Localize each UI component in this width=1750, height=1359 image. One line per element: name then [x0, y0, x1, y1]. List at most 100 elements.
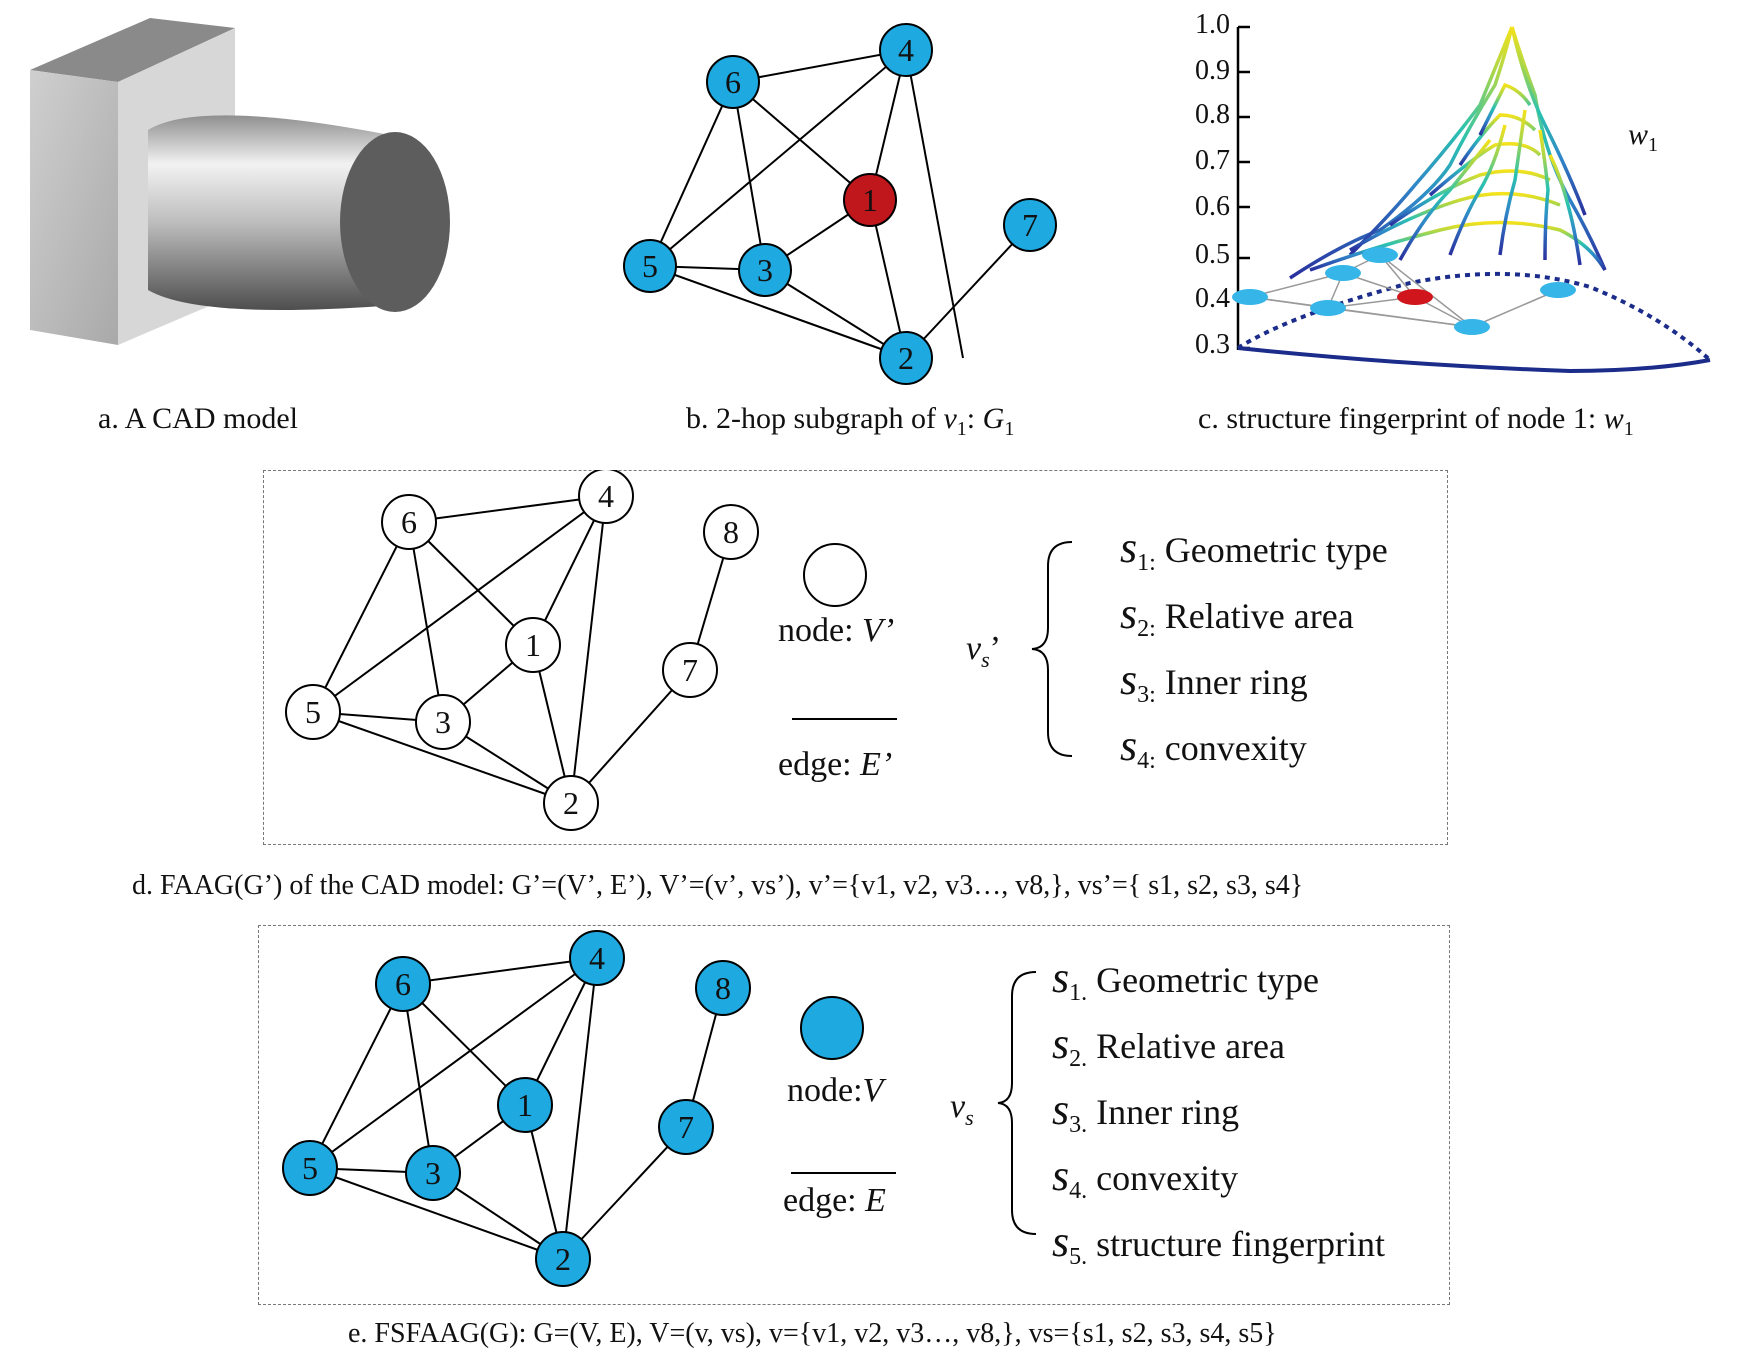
panel-b-caption: b. 2-hop subgraph of v1: G1	[686, 402, 1014, 441]
e-node-label: 6	[395, 966, 411, 1002]
graph-e: 6 4 8 1 7 5 3 2	[282, 930, 751, 1287]
cad-model-image	[30, 18, 450, 345]
legend-var: V’	[862, 612, 895, 649]
legend-edge-e: edge: E	[783, 1182, 886, 1220]
legend-text: node:	[787, 1072, 863, 1109]
vs-sub: s	[981, 646, 990, 672]
caption-text: c. structure fingerprint of node 1:	[1198, 402, 1604, 435]
axis-tick: 0.3	[1195, 329, 1230, 360]
fingerprint-surface	[1232, 25, 1712, 374]
feature-sub: 3	[1137, 682, 1150, 709]
feature-text: Inner ring	[1087, 1092, 1240, 1132]
feature-sep: .	[1081, 1112, 1088, 1139]
subgraph-b: 6 4 1 7 5 3 2	[623, 23, 1057, 385]
feature-sep: .	[1081, 1244, 1088, 1271]
legend-var: E	[865, 1182, 886, 1219]
e-node-6	[375, 956, 431, 1012]
feature-sym: s	[1052, 1217, 1070, 1266]
feature-sub: 4	[1069, 1178, 1082, 1205]
feature-text: Inner ring	[1155, 662, 1308, 702]
b-node-label: 7	[1022, 207, 1038, 243]
e-node-8	[695, 960, 751, 1016]
e-node-3	[405, 1145, 461, 1201]
c-node-center	[1397, 289, 1433, 305]
b-node-label: 5	[642, 248, 658, 284]
panel-e-caption: e. FSFAAG(G): G=(V, E), V=(v, vs), v={v1…	[348, 1318, 1277, 1349]
e-node-5	[282, 1140, 338, 1196]
legend-node-circle-e	[800, 996, 864, 1060]
c-node	[1454, 319, 1490, 335]
feature-sep: :	[1149, 748, 1156, 775]
feature-sym: s	[1120, 655, 1138, 704]
e-node-label: 3	[425, 1155, 441, 1191]
axis-tick: 0.7	[1195, 145, 1230, 176]
d-node-label: 8	[723, 514, 739, 550]
b-node-7	[1003, 198, 1057, 252]
brace-d	[1031, 541, 1073, 757]
b-node-label: 1	[862, 182, 878, 218]
feature-text: convexity	[1087, 1158, 1239, 1198]
b-node-1	[843, 173, 897, 227]
d-node-4	[578, 470, 634, 524]
b-node-label: 6	[725, 64, 741, 100]
feature-sym: s	[1052, 1085, 1070, 1134]
feature-sym: s	[1052, 953, 1070, 1002]
b-node-label: 3	[757, 252, 773, 288]
feature-e-5: s5. structure fingerprint	[1052, 1216, 1385, 1271]
panel-e-box	[258, 925, 1450, 1305]
surface-label-var: w	[1628, 118, 1649, 151]
e-node-label: 7	[678, 1109, 694, 1145]
feature-sub: 4	[1137, 748, 1150, 775]
feature-d-1: s1: Geometric type	[1120, 522, 1388, 577]
d-node-5	[285, 684, 341, 740]
d-node-label: 2	[563, 785, 579, 821]
c-node	[1325, 265, 1361, 281]
c-node	[1540, 282, 1576, 298]
feature-e-2: s2. Relative area	[1052, 1018, 1285, 1073]
feature-d-3: s3: Inner ring	[1120, 654, 1308, 709]
axis-tick: 0.4	[1195, 283, 1230, 314]
feature-sym: s	[1120, 523, 1138, 572]
feature-text: Relative area	[1155, 596, 1354, 636]
d-node-label: 1	[525, 627, 541, 663]
legend-node-e: node:V	[787, 1072, 883, 1110]
feature-text: Geometric type	[1087, 960, 1320, 1000]
feature-text: structure fingerprint	[1087, 1224, 1386, 1264]
vs-var: v	[950, 1088, 966, 1125]
caption-text: b. 2-hop subgraph of	[686, 402, 944, 435]
feature-e-1: s1. Geometric type	[1052, 952, 1319, 1007]
legend-var: V	[862, 1072, 884, 1109]
feature-d-4: s4: convexity	[1120, 720, 1307, 775]
b-node-2	[879, 331, 933, 385]
e-node-7	[658, 1099, 714, 1155]
panel-a-caption: a. A CAD model	[98, 402, 298, 435]
panel-d-box	[263, 470, 1448, 845]
vs-var: v	[966, 630, 982, 667]
d-node-3	[415, 694, 471, 750]
surface-label: w1	[1628, 118, 1658, 157]
vs-label-e: vs	[950, 1088, 974, 1131]
feature-sym: s	[1052, 1151, 1070, 1200]
e-node-label: 1	[517, 1087, 533, 1123]
feature-text: convexity	[1155, 728, 1307, 768]
feature-sub: 2	[1137, 616, 1150, 643]
feature-sub: 3	[1069, 1112, 1082, 1139]
legend-edge-line-d	[792, 718, 897, 720]
e-node-2	[535, 1231, 591, 1287]
legend-node-circle-d	[803, 543, 867, 607]
c-node	[1362, 247, 1398, 263]
e-node-label: 2	[555, 1241, 571, 1277]
feature-text: Geometric type	[1155, 530, 1388, 570]
legend-var: E’	[860, 746, 893, 783]
b-node-6	[706, 55, 760, 109]
feature-e-4: s4. convexity	[1052, 1150, 1238, 1205]
d-node-label: 5	[305, 694, 321, 730]
feature-sep: .	[1081, 980, 1088, 1007]
axis-tick: 0.6	[1195, 191, 1230, 222]
feature-sym: s	[1120, 721, 1138, 770]
d-node-label: 7	[682, 652, 698, 688]
b-node-4	[879, 23, 933, 77]
feature-sep: .	[1081, 1178, 1088, 1205]
caption-var: G	[982, 402, 1005, 435]
c-node	[1310, 300, 1346, 316]
